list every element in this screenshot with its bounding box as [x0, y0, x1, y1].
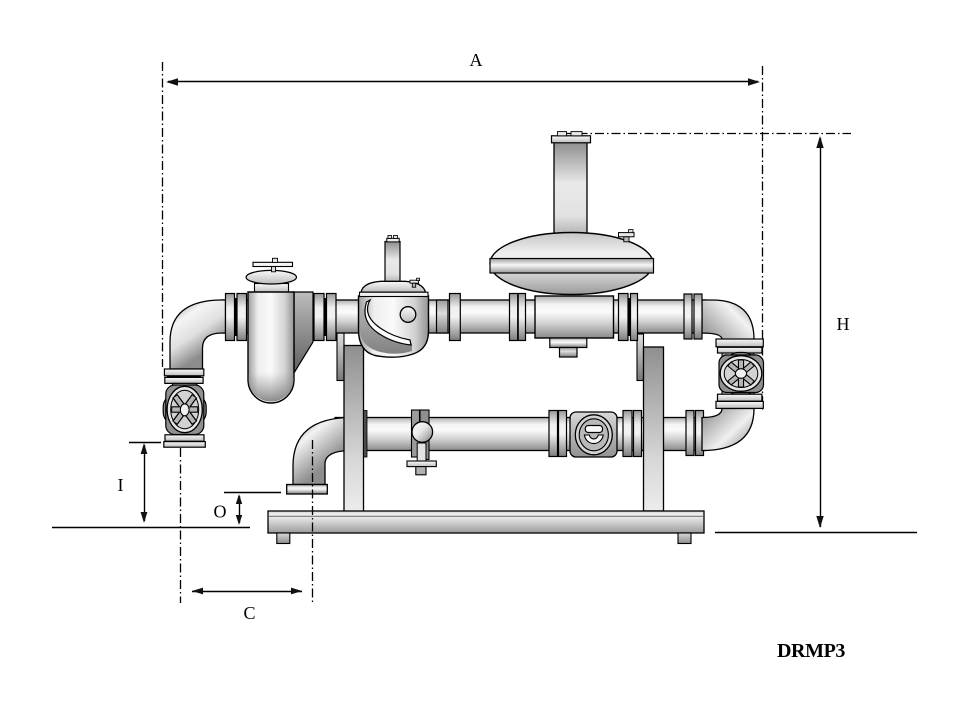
svg-text:H: H: [837, 314, 850, 334]
svg-text:O: O: [214, 502, 227, 522]
svg-text:C: C: [243, 603, 255, 623]
svg-text:A: A: [470, 50, 483, 70]
svg-text:DRMP3: DRMP3: [777, 640, 845, 662]
svg-text:I: I: [118, 475, 124, 495]
